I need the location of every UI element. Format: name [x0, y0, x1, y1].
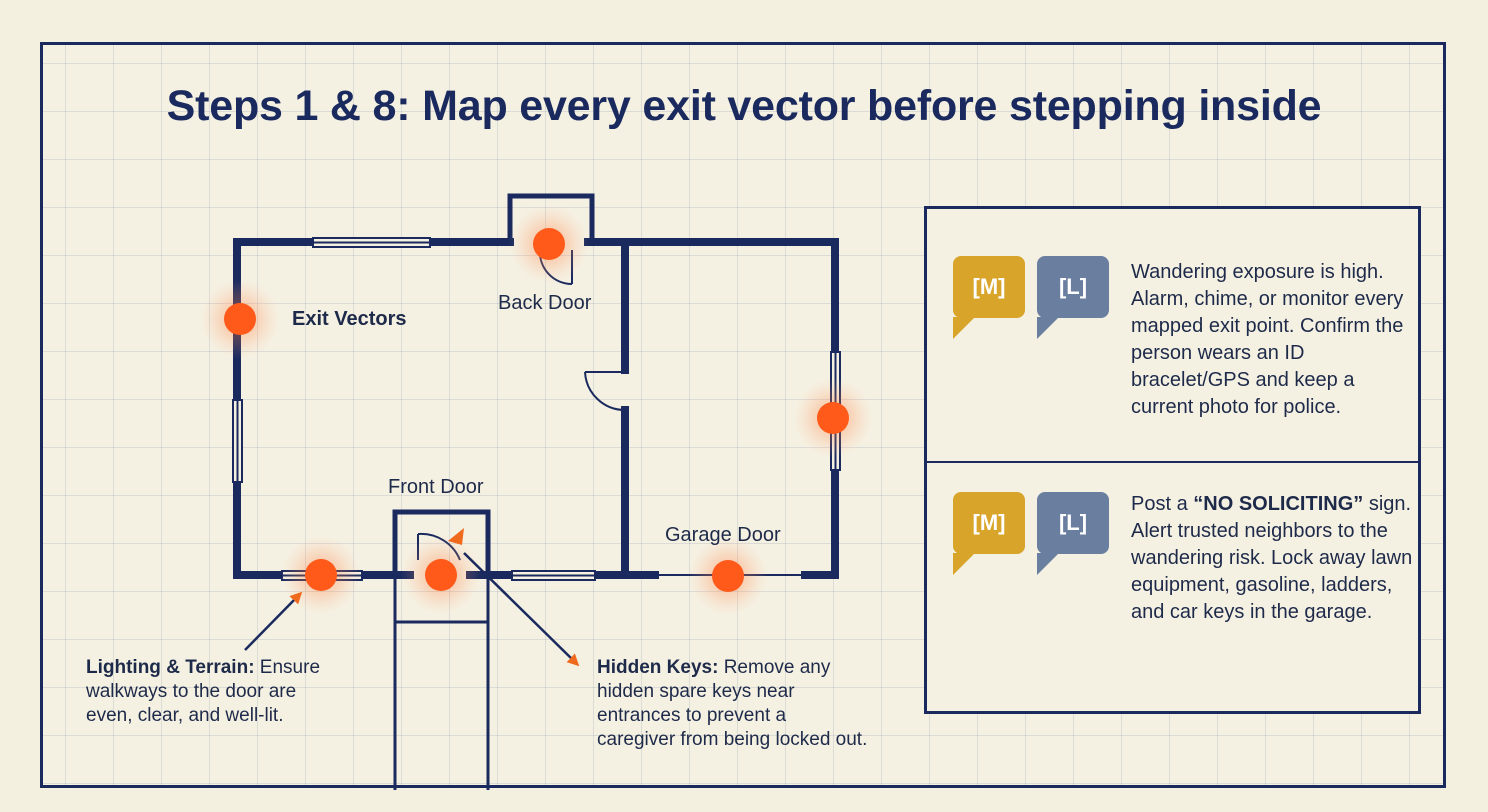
lighting-terrain-text-1: Ensure — [254, 657, 321, 678]
no-soliciting-emphasis: “NO SOLICITING” — [1193, 493, 1364, 515]
panel-row-text-pre: Post a — [1131, 493, 1194, 515]
hidden-keys-note: Hidden Keys: Remove any hidden spare key… — [597, 656, 927, 752]
front-door-swing-arrow — [448, 528, 464, 545]
exit-marker-front-door — [401, 535, 481, 615]
panel-row-text-post: sign. Alert trusted neighbors to the wan… — [1131, 493, 1413, 623]
lighting-terrain-text-2: walkways to the door are — [86, 681, 297, 702]
panel-row-wandering: [M] [L] Wandering exposure is high. Alar… — [927, 209, 1418, 461]
page-title: Steps 1 & 8: Map every exit vector befor… — [166, 82, 1322, 130]
lighting-terrain-title: Lighting & Terrain: — [86, 657, 255, 678]
hidden-keys-text-2: hidden spare keys near — [597, 681, 795, 702]
exit-marker-garage-door — [688, 536, 768, 616]
panel-row-text: Wandering exposure is high. Alarm, chime… — [1131, 261, 1404, 418]
exit-vectors-label: Exit Vectors — [292, 308, 407, 330]
front-door-label: Front Door — [388, 476, 484, 498]
action-panel: [M] [L] Wandering exposure is high. Alar… — [924, 206, 1421, 714]
badge-l: [L] — [1037, 256, 1109, 339]
panel-row-text: Post a “NO SOLICITING” sign. Alert trust… — [1131, 491, 1416, 626]
panel-divider — [927, 461, 1418, 463]
back-door-label: Back Door — [498, 292, 592, 314]
hidden-keys-title: Hidden Keys: — [597, 657, 719, 678]
badge-l: [L] — [1037, 492, 1109, 575]
exit-marker-south-window — [281, 535, 361, 615]
hidden-keys-text-4: caregiver from being locked out. — [597, 729, 868, 750]
interior-door — [584, 371, 626, 412]
lighting-terrain-text-3: even, clear, and well-lit. — [86, 705, 284, 726]
garage-door-label: Garage Door — [665, 524, 781, 546]
hidden-keys-text-3: entrances to prevent a — [597, 705, 787, 726]
lighting-terrain-note: Lighting & Terrain: Ensure walkways to t… — [86, 656, 386, 728]
hidden-keys-arrow-line — [463, 552, 580, 667]
exit-marker-east — [793, 378, 873, 458]
badge-m: [M] — [953, 492, 1025, 575]
hidden-keys-text-1: Remove any — [718, 657, 831, 678]
panel-row-soliciting: [M] [L] Post a “NO SOLICITING” sign. Ale… — [927, 463, 1418, 713]
lighting-arrow — [244, 591, 303, 651]
badge-m: [M] — [953, 256, 1025, 339]
exit-marker-west — [200, 279, 280, 359]
exit-marker-back-door — [509, 204, 589, 284]
